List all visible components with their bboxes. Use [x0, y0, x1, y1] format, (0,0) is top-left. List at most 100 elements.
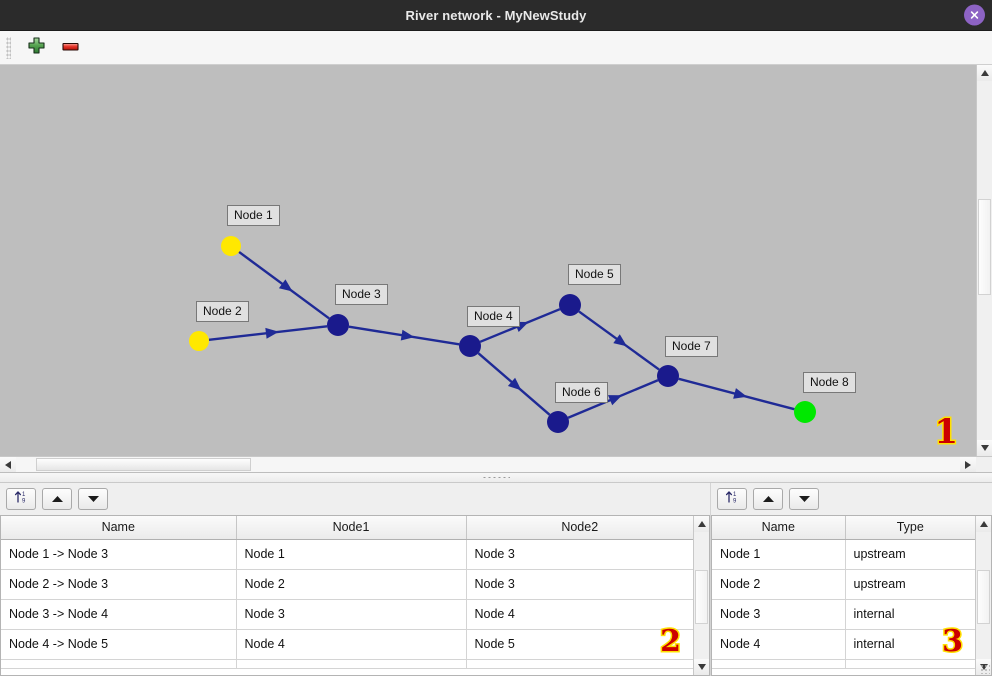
scroll-down-arrow-icon[interactable] — [977, 440, 992, 456]
branch-table-empty-row[interactable] — [1, 659, 693, 669]
branch-cell-name[interactable]: Node 1 -> Node 3 — [1, 539, 237, 570]
graph-node-node-6[interactable] — [547, 411, 569, 433]
branch-sort-button[interactable]: 1 9 — [6, 488, 36, 510]
horizontal-splitter[interactable] — [0, 473, 992, 483]
svg-text:1: 1 — [22, 492, 26, 498]
branch-column-header-name[interactable]: Name — [1, 516, 237, 540]
graph-node-node-1[interactable] — [221, 236, 241, 256]
branch-column-header-node1[interactable]: Node1 — [236, 516, 467, 540]
branch-empty-cell[interactable] — [1, 659, 237, 669]
node-move-down-button[interactable] — [789, 488, 819, 510]
branch-scroll-down-arrow-icon[interactable] — [694, 659, 709, 675]
node-empty-cell[interactable] — [845, 659, 975, 669]
add-node-button[interactable] — [24, 36, 48, 60]
branch-cell-node1[interactable]: Node 3 — [236, 599, 467, 630]
node-cell-type[interactable]: upstream — [845, 569, 975, 600]
diagram-vscroll-track[interactable] — [977, 81, 992, 440]
node-label-node-6[interactable]: Node 6 — [555, 382, 608, 403]
node-cell-type[interactable]: upstream — [845, 539, 975, 570]
scroll-up-arrow-icon[interactable] — [977, 65, 992, 81]
branch-cell-node2[interactable]: Node 4 — [466, 599, 693, 630]
node-column-header-name[interactable]: Name — [712, 516, 846, 540]
node-label-node-7[interactable]: Node 7 — [665, 336, 718, 357]
branch-table-vertical-scrollbar[interactable] — [693, 516, 709, 675]
node-sort-button[interactable]: 1 9 — [717, 488, 747, 510]
branch-move-down-button[interactable] — [78, 488, 108, 510]
node-label-node-2[interactable]: Node 2 — [196, 301, 249, 322]
node-move-up-button[interactable] — [753, 488, 783, 510]
graph-node-node-2[interactable] — [189, 331, 209, 351]
scroll-right-arrow-icon[interactable] — [960, 457, 976, 472]
graph-node-node-8[interactable] — [794, 401, 816, 423]
diagram-vscroll-thumb[interactable] — [978, 199, 991, 295]
node-label-node-5[interactable]: Node 5 — [568, 264, 621, 285]
window-resize-grip-icon[interactable] — [980, 664, 990, 674]
graph-node-node-5[interactable] — [559, 294, 581, 316]
node-vscroll-thumb[interactable] — [977, 570, 990, 624]
network-canvas[interactable]: Node 1 Node 2 Node 3 Node 4 Node 5 Node 6 Node… — [0, 65, 976, 456]
node-table-empty-row[interactable] — [712, 659, 975, 669]
edge-arrowhead-icon — [733, 388, 748, 399]
branch-cell-name[interactable]: Node 4 -> Node 5 — [1, 629, 237, 660]
graph-node-node-7[interactable] — [657, 365, 679, 387]
node-column-header-type[interactable]: Type — [845, 516, 975, 540]
node-cell-type[interactable]: internal — [845, 599, 975, 630]
toolbar-drag-handle[interactable] — [6, 36, 11, 59]
close-icon — [969, 10, 980, 21]
node-label-node-3[interactable]: Node 3 — [335, 284, 388, 305]
close-button[interactable] — [964, 4, 985, 26]
branch-scroll-up-arrow-icon[interactable] — [694, 516, 709, 532]
branch-vscroll-track[interactable] — [694, 532, 709, 659]
branch-vscroll-thumb[interactable] — [695, 570, 708, 624]
arrow-up-icon — [762, 490, 775, 508]
node-scroll-up-arrow-icon[interactable] — [976, 516, 991, 532]
branch-cell-node1[interactable]: Node 4 — [236, 629, 467, 660]
branch-cell-node2[interactable]: Node 3 — [466, 569, 693, 600]
diagram-hscroll-track[interactable] — [16, 457, 960, 472]
node-label-node-8[interactable]: Node 8 — [803, 372, 856, 393]
branch-empty-cell[interactable] — [236, 659, 467, 669]
delete-node-button[interactable] — [58, 36, 82, 60]
branch-cell-node1[interactable]: Node 1 — [236, 539, 467, 570]
branch-column-header-node2[interactable]: Node2 — [466, 516, 693, 540]
diagram-horizontal-scrollbar[interactable] — [0, 456, 992, 472]
branch-empty-cell[interactable] — [466, 659, 693, 669]
node-empty-cell[interactable] — [712, 659, 846, 669]
scroll-left-arrow-icon[interactable] — [0, 457, 16, 472]
diagram-hscroll-thumb[interactable] — [36, 458, 251, 471]
node-cell-name[interactable]: Node 3 — [712, 599, 846, 630]
graph-node-node-4[interactable] — [459, 335, 481, 357]
node-cell-name[interactable]: Node 1 — [712, 539, 846, 570]
node-label-node-4[interactable]: Node 4 — [467, 306, 520, 327]
branch-cell-node1[interactable]: Node 2 — [236, 569, 467, 600]
node-label-node-1[interactable]: Node 1 — [227, 205, 280, 226]
node-cell-name[interactable]: Node 4 — [712, 629, 846, 660]
green-plus-icon — [27, 36, 45, 59]
graph-node-node-3[interactable] — [327, 314, 349, 336]
node-vscroll-track[interactable] — [976, 532, 991, 659]
node-table-vertical-scrollbar[interactable] — [975, 516, 991, 675]
node-cell-type[interactable]: internal — [845, 629, 975, 660]
edge-arrowhead-icon — [607, 395, 623, 406]
diagram-vertical-scrollbar[interactable] — [976, 65, 992, 456]
node-cell-name[interactable]: Node 2 — [712, 569, 846, 600]
branch-cell-name[interactable]: Node 3 -> Node 4 — [1, 599, 237, 630]
branch-cell-node2[interactable]: Node 3 — [466, 539, 693, 570]
branch-cell-name[interactable]: Node 2 -> Node 3 — [1, 569, 237, 600]
branch-cell-node2[interactable]: Node 5 — [466, 629, 693, 660]
branch-move-up-button[interactable] — [42, 488, 72, 510]
